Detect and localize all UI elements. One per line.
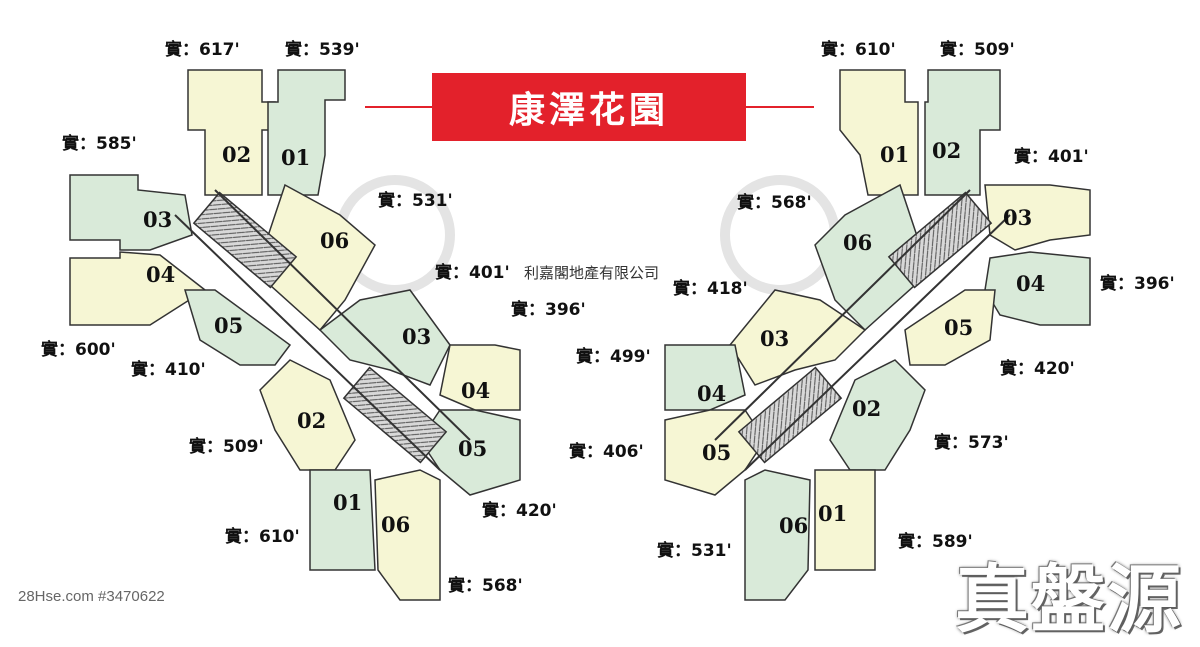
unit-03-mid-right <box>729 289 867 386</box>
title-line-left <box>365 106 432 108</box>
unit-04-mid-left <box>439 344 521 411</box>
unit-03-west-left <box>69 174 193 251</box>
left-core-lower <box>342 366 448 464</box>
unit-01-bottom-left <box>309 469 376 571</box>
unit-04-east-right <box>984 251 1091 326</box>
unit-01-top-left <box>267 69 346 196</box>
left-building <box>69 69 521 601</box>
unit-02-mid-left <box>259 359 356 471</box>
unit-04-mid-right <box>664 344 746 411</box>
unit-03-mid-left <box>318 289 451 386</box>
unit-03-east-right <box>984 184 1091 251</box>
estate-title-banner: 康澤花園 <box>432 73 746 141</box>
left-core-upper <box>192 191 298 289</box>
unit-04-west-left <box>69 251 207 326</box>
unit-06-bottom-right <box>744 469 811 601</box>
agency-name: 利嘉閣地產有限公司 <box>524 264 660 282</box>
unit-01-top-right <box>839 69 919 196</box>
right-core-lower <box>737 366 843 464</box>
right-building <box>664 69 1091 601</box>
floor-plan-canvas <box>69 69 1091 601</box>
unit-06-bottom-left <box>374 469 441 601</box>
unit-01-bottom-right <box>814 469 876 571</box>
brand-watermark: 真盤源 <box>955 557 1183 643</box>
title-line-right <box>746 106 814 108</box>
right-core-upper <box>887 191 993 289</box>
unit-02-mid-right <box>829 359 926 471</box>
listing-id: 28Hse.com #3470622 <box>18 588 165 605</box>
unit-02-top-left <box>187 69 276 196</box>
unit-05-left <box>183 289 292 366</box>
unit-05-right <box>904 289 996 366</box>
unit-02-top-right <box>924 69 1001 196</box>
